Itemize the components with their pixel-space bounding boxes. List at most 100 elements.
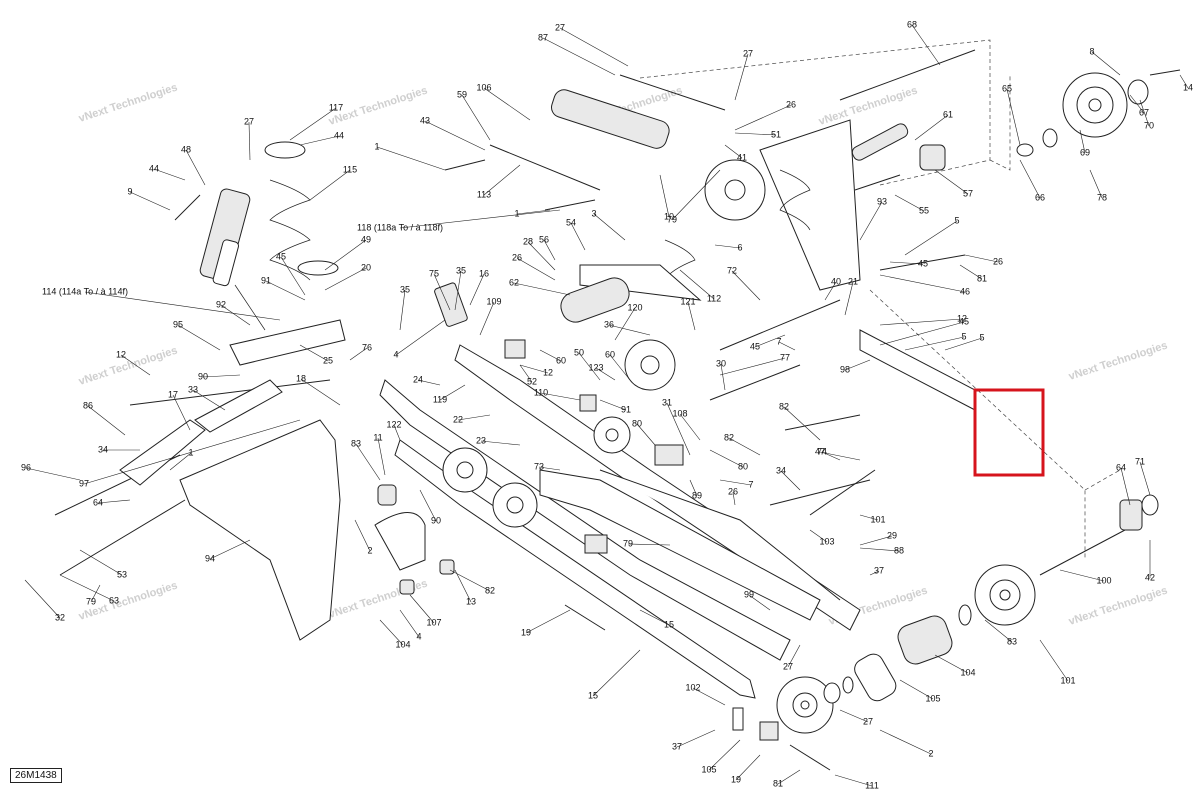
callout-leader-line <box>1179 74 1189 89</box>
callout-leader-line <box>724 144 743 159</box>
callout-leader-line <box>934 654 969 674</box>
callout-leader-line <box>1079 129 1086 154</box>
callout-label: 17 <box>168 389 178 399</box>
callout-label: 121 <box>680 296 695 306</box>
callout-leader-line <box>399 289 406 331</box>
callout-leader-line <box>708 739 741 771</box>
callout-label: 33 <box>188 384 198 394</box>
callout-label: 99 <box>744 589 754 599</box>
callout-label: 26 <box>786 99 796 109</box>
callout-leader-line <box>914 114 949 141</box>
callout-label: 4 <box>416 631 421 641</box>
callout-leader-line <box>570 222 586 251</box>
callout-leader-line <box>409 594 435 624</box>
callout-leader-line <box>911 24 941 66</box>
callout-leader-line <box>599 399 627 411</box>
callout-label: 30 <box>716 358 726 368</box>
callout-label: 52 <box>527 376 537 386</box>
callout-label: 15 <box>588 690 598 700</box>
callout-leader-line <box>300 378 341 406</box>
callout-leader-line <box>543 239 556 261</box>
callout-label: 45 <box>750 341 760 351</box>
callout-leader-line <box>732 491 736 506</box>
callout-leader-line <box>399 609 420 638</box>
callout-label: 56 <box>539 234 549 244</box>
callout-leader-line <box>859 535 893 546</box>
callout-label: 7 <box>776 336 781 346</box>
callout-label: 37 <box>672 741 682 751</box>
callout-label: 21 <box>848 276 858 286</box>
callout-label: 4 <box>393 349 398 359</box>
callout-label: 83 <box>351 438 361 448</box>
callout-label: 8 <box>1089 46 1094 56</box>
callout-label: 18 <box>296 373 306 383</box>
callout-label: 91 <box>621 404 631 414</box>
callout-label: 91 <box>261 275 271 285</box>
callout-leader-line <box>593 213 626 241</box>
document-id-label: 26M1438 <box>10 768 62 783</box>
callout-leader-line <box>778 341 796 351</box>
callout-leader-line <box>679 413 701 441</box>
callout-leader-line <box>309 169 351 201</box>
callout-label: 79 <box>86 596 96 606</box>
callout-leader-line <box>209 539 251 560</box>
callout-leader-line <box>24 579 61 619</box>
callout-leader-line <box>879 321 965 346</box>
callout-label: 106 <box>476 82 491 92</box>
callout-label: 81 <box>773 778 783 788</box>
callout-leader-line <box>299 344 329 362</box>
callout-leader-line <box>192 389 226 411</box>
callout-leader-line <box>90 584 101 603</box>
callout-label: 87 <box>538 32 548 42</box>
callout-leader-line <box>538 466 561 471</box>
callout-leader-line <box>540 392 581 401</box>
callout-leader-line <box>97 499 131 504</box>
callout-label: 113 <box>477 189 491 199</box>
callout-leader-line <box>859 201 883 241</box>
callout-label: 62 <box>509 277 519 287</box>
callout-label: 19 <box>731 774 741 784</box>
callout-leader-line <box>944 337 983 351</box>
callout-leader-line <box>248 121 251 161</box>
callout-label: 26 <box>993 256 1003 266</box>
callout-leader-line <box>735 754 761 781</box>
callout-leader-line <box>519 364 549 374</box>
callout-leader-line <box>1091 51 1121 76</box>
callout-label: 108 <box>672 408 687 418</box>
callout-label: 3 <box>591 208 596 218</box>
callout-leader-line <box>527 241 556 271</box>
callout-leader-line <box>934 169 969 195</box>
callout-leader-line <box>59 574 115 602</box>
callout-leader-line <box>516 257 556 281</box>
callout-label: 102 <box>685 682 700 692</box>
callout-leader-line <box>844 359 871 371</box>
callout-label: 7 <box>748 479 753 489</box>
callout-leader-line <box>153 168 186 181</box>
callout-label: 59 <box>457 89 467 99</box>
callout-leader-line <box>834 774 873 787</box>
callout-leader-line <box>734 53 749 101</box>
callout-leader-line <box>783 406 821 441</box>
callout-label: 61 <box>943 109 953 119</box>
callout-label: 86 <box>83 400 93 410</box>
callout-leader-line <box>542 37 616 76</box>
callout-leader-line <box>289 107 337 141</box>
callout-label: 55 <box>919 205 929 215</box>
callout-leader-line <box>424 120 486 151</box>
callout-leader-line <box>894 194 925 212</box>
callout-leader-line <box>1089 169 1103 199</box>
callout-label: 117 <box>329 102 343 112</box>
callout-leader-line <box>324 239 367 271</box>
callout-leader-line <box>689 479 698 497</box>
callout-leader-line <box>728 437 761 456</box>
callout-label: 104 <box>960 667 975 677</box>
watermark: vNext Technologies <box>1067 585 1169 628</box>
callout-label: 88 <box>894 545 904 555</box>
callout-leader-line <box>777 769 801 785</box>
callout-leader-line <box>844 281 854 316</box>
callout-label: 66 <box>1035 192 1045 202</box>
callout-label: 109 <box>486 296 501 306</box>
callout-leader-line <box>324 267 367 291</box>
callout-leader-line <box>592 649 641 697</box>
callout-leader-line <box>879 318 963 326</box>
